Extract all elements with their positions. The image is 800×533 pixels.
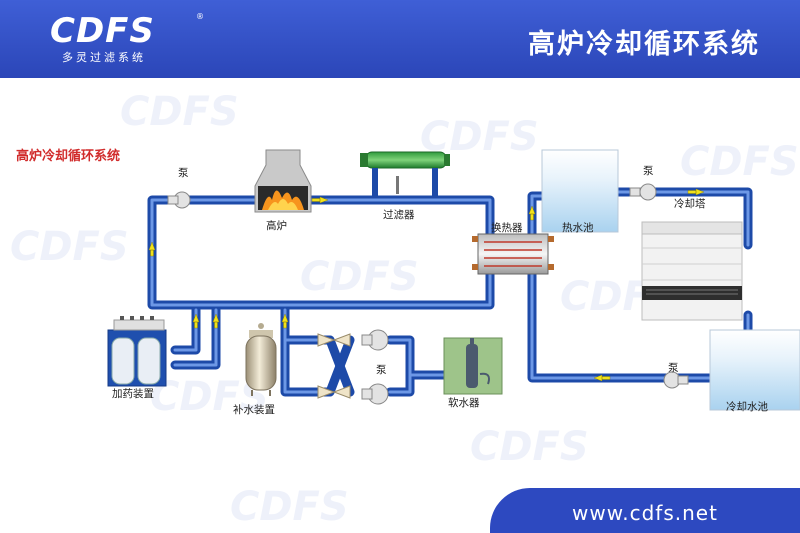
label-group: 泵 高炉 过滤器 换热器 热水池 泵 冷却塔 泵 加药装置 补水装置 软水器 泵… bbox=[112, 165, 768, 416]
footer-bar: www.cdfs.net bbox=[490, 488, 800, 533]
flow-arrow-icon bbox=[281, 313, 289, 329]
flow-arrow-icon bbox=[528, 205, 536, 221]
flow-arrow-icon bbox=[192, 313, 200, 329]
makeup-water-tank bbox=[245, 323, 277, 396]
cooling-tower bbox=[641, 221, 743, 321]
label-heat-exchanger: 换热器 bbox=[491, 221, 523, 234]
flow-arrow-icon bbox=[311, 196, 329, 204]
watermark-text: CDFS bbox=[680, 139, 799, 185]
watermark-text: CDFS bbox=[230, 484, 349, 530]
page-title: 高炉冷却循环系统 bbox=[528, 29, 760, 60]
label-softener: 软水器 bbox=[448, 396, 480, 409]
flow-arrows bbox=[148, 188, 705, 382]
dosing-device bbox=[107, 316, 167, 387]
label-cold-pool: 冷却水池 bbox=[726, 400, 768, 413]
registered-mark: ® bbox=[196, 12, 204, 21]
logo-text: CDFS bbox=[50, 11, 155, 51]
watermark-text: CDFS bbox=[470, 424, 589, 470]
pump-right-bottom-icon bbox=[663, 371, 689, 389]
diagram-subtitle: 高炉冷却循环系统 bbox=[16, 149, 121, 164]
label-makeup-water: 补水装置 bbox=[233, 403, 275, 416]
label-pump-top: 泵 bbox=[178, 167, 189, 179]
pump-right-top-icon bbox=[629, 183, 657, 201]
flow-arrow-icon bbox=[687, 188, 705, 196]
flow-arrow-icon bbox=[212, 313, 220, 329]
flow-arrow-icon bbox=[148, 241, 156, 257]
label-filter: 过滤器 bbox=[383, 208, 415, 221]
website-url: www.cdfs.net bbox=[572, 501, 718, 525]
water-softener bbox=[443, 337, 503, 395]
cold-water-pool bbox=[709, 329, 800, 411]
pump-middle-upper-icon bbox=[361, 329, 389, 351]
label-cooling-tower: 冷却塔 bbox=[674, 197, 706, 210]
filter-unit bbox=[360, 151, 450, 196]
brand-logo: CDFS 多灵过滤系统 ® bbox=[50, 11, 204, 65]
logo-subtitle: 多灵过滤系统 bbox=[62, 51, 146, 64]
header-bar: CDFS 多灵过滤系统 ® 高炉冷却循环系统 bbox=[0, 0, 800, 78]
label-furnace: 高炉 bbox=[266, 219, 287, 232]
label-pump-right-bottom: 泵 bbox=[668, 362, 679, 374]
hot-water-pool bbox=[541, 149, 619, 233]
check-valve-icon bbox=[317, 333, 351, 399]
pump-top-icon bbox=[167, 191, 191, 209]
label-pump-middle: 泵 bbox=[376, 364, 387, 376]
pump-middle-lower-icon bbox=[361, 383, 389, 405]
label-pump-right-top: 泵 bbox=[643, 165, 654, 177]
watermark-text: CDFS bbox=[300, 254, 419, 300]
heat-exchanger bbox=[472, 233, 554, 275]
watermark-text: CDFS bbox=[120, 89, 239, 135]
flow-arrow-icon bbox=[593, 374, 611, 382]
label-dosing: 加药装置 bbox=[112, 387, 154, 400]
label-hot-pool: 热水池 bbox=[562, 221, 594, 234]
watermark-text: CDFS bbox=[10, 224, 129, 270]
furnace bbox=[254, 149, 312, 213]
